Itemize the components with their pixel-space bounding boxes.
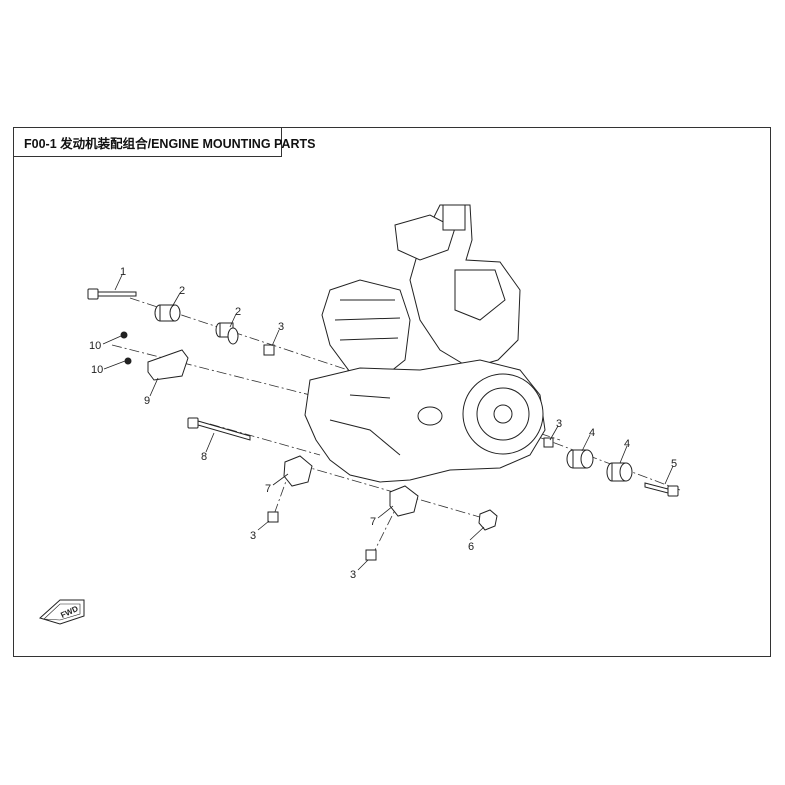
callout-4: 4 <box>589 427 595 439</box>
page-title: F00-1 发动机装配组合/ENGINE MOUNTING PARTS <box>24 136 316 151</box>
callout-leaders <box>102 274 674 571</box>
callout-6: 6 <box>468 541 474 553</box>
engine-assembly <box>304 204 546 483</box>
part-10-nut <box>120 331 132 365</box>
callout-4: 4 <box>624 438 630 450</box>
callout-2: 2 <box>235 306 241 318</box>
callout-5: 5 <box>671 458 677 470</box>
callout-10: 10 <box>91 364 103 376</box>
callout-10: 10 <box>89 340 101 352</box>
part-7-mount <box>283 455 419 517</box>
callout-7: 7 <box>265 483 271 495</box>
diagram-frame <box>13 127 771 657</box>
callout-1: 1 <box>120 266 126 278</box>
callout-labels: 1 2 2 3 10 10 9 8 7 3 7 3 6 3 4 4 5 <box>89 266 677 581</box>
part-3-nut <box>263 344 554 561</box>
callout-3: 3 <box>278 321 284 333</box>
callout-3: 3 <box>556 418 562 430</box>
part-5-bolt <box>644 482 679 497</box>
callout-3: 3 <box>250 530 256 542</box>
part-9-bracket <box>147 349 189 381</box>
part-6-nut <box>478 509 498 531</box>
callout-9: 9 <box>144 395 150 407</box>
part-8-bolt <box>187 417 251 441</box>
title-box: F00-1 发动机装配组合/ENGINE MOUNTING PARTS <box>13 127 315 157</box>
part-2-bushing <box>154 304 239 345</box>
part-4-bushing <box>566 449 633 482</box>
part-1-bolt <box>87 288 137 300</box>
callout-3: 3 <box>350 569 356 581</box>
callout-7: 7 <box>370 516 376 528</box>
callout-2: 2 <box>179 285 185 297</box>
forward-arrow-icon: FWD <box>39 599 85 625</box>
callout-8: 8 <box>201 451 207 463</box>
